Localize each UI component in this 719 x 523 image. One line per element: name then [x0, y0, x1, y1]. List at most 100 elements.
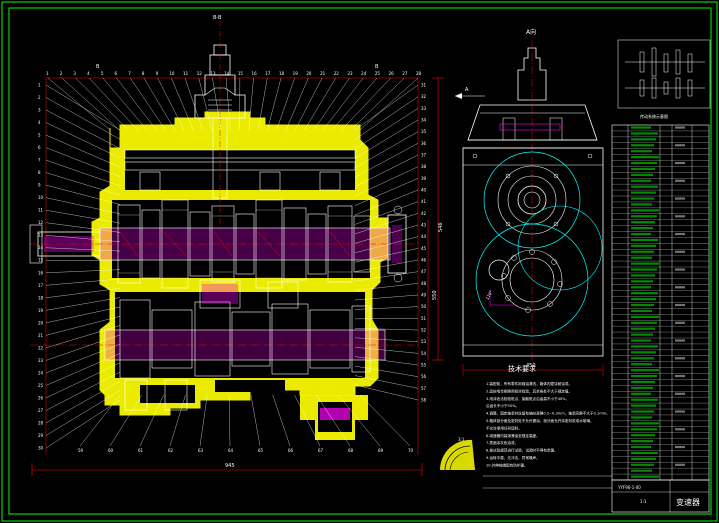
leader-number: 59: [78, 448, 84, 453]
tech-line: 1.装配前，所有零件用煤油清洗，箱体内壁涂耐油漆。: [486, 381, 572, 386]
leader-number: 9: [156, 71, 159, 76]
leader-number: 14: [38, 245, 44, 250]
leader-number: 39: [421, 176, 427, 181]
tech-line: 9.运转平稳，无冲击、异常噪声。: [486, 455, 540, 460]
leader-number: 26: [389, 71, 395, 76]
leader-number: 31: [421, 83, 427, 88]
leader-number: 46: [421, 258, 427, 263]
svg-text:A: A: [465, 87, 469, 93]
dim-width-side: 450: [526, 363, 536, 369]
leader-number: 8: [142, 71, 145, 76]
leader-number: 12: [197, 71, 203, 76]
leader-number: 29: [38, 433, 44, 438]
leader-number: 36: [421, 141, 427, 146]
leader-number: 15: [238, 71, 244, 76]
leader-number: 20: [38, 320, 44, 325]
leader-number: 23: [347, 71, 353, 76]
leader-number: 4: [87, 71, 90, 76]
leader-number: 18: [38, 295, 44, 300]
leader-number: 5: [101, 71, 104, 76]
leader-number: 7: [128, 71, 131, 76]
leader-number: 27: [38, 408, 44, 413]
leader-number: 20: [306, 71, 312, 76]
leader-number: 15: [38, 258, 44, 263]
leader-number: 26: [38, 395, 44, 400]
transmission-schematic: 传动系统示意图: [617, 39, 711, 119]
leader-number: 9: [38, 183, 41, 188]
tech-line: 4.调整、固定轴承时应留有轴向游隙0.2~0.3mm，轴承间隙不大于0.1mm。: [486, 411, 610, 416]
leader-number: 67: [318, 448, 324, 453]
leader-number: 16: [252, 71, 258, 76]
leader-number: 56: [421, 374, 427, 379]
title-block: YYF96-1-00 1:1 变速器: [611, 479, 710, 513]
leader-labels-left: 1234567891011121314151617181920212223242…: [38, 83, 44, 451]
leader-number: 47: [421, 269, 427, 274]
leader-number: 19: [38, 308, 44, 313]
leader-number: 58: [421, 398, 427, 403]
leader-number: 28: [38, 420, 44, 425]
section-label: B-B: [213, 15, 222, 21]
leader-number: 17: [38, 283, 44, 288]
leader-number: 14: [224, 71, 230, 76]
leader-number: 24: [38, 370, 44, 375]
leader-labels-right: 3132333435363738394041424344454647484950…: [421, 83, 427, 403]
tech-line: 8.按试验规范进行试验，试验时不得有渗漏。: [486, 448, 558, 453]
leader-number: 2: [60, 71, 63, 76]
leader-number: 10: [38, 195, 44, 200]
leader-number: 16: [38, 270, 44, 275]
leader-number: 11: [38, 208, 44, 213]
leader-number: 64: [228, 448, 234, 453]
leader-number: 13: [38, 233, 44, 238]
tech-line: 7.表面涂灰色油漆。: [486, 440, 518, 445]
leader-number: 55: [421, 363, 427, 368]
parts-list-table: [611, 124, 710, 481]
leader-number: 60: [108, 448, 114, 453]
dim-width-main: 945: [225, 463, 235, 469]
dim-height-main: 546: [438, 222, 444, 232]
leader-number: 1: [38, 83, 41, 88]
leader-number: 28: [416, 71, 422, 76]
leader-number: 42: [421, 211, 427, 216]
tech-lines: 1.装配前，所有零件用煤油清洗，箱体内壁涂耐油漆。 2.齿轮啮合侧隙用铅丝检验，其…: [486, 381, 610, 467]
tech-line: 2.齿轮啮合侧隙用铅丝检验，其余各处不大于规定值。: [486, 388, 572, 393]
detail-label: 3:1: [458, 437, 465, 442]
leader-number: 41: [421, 199, 427, 204]
section-right-label: B: [375, 64, 379, 70]
leader-number: 18: [279, 71, 285, 76]
drawing-scale: 1:1: [640, 499, 647, 504]
leader-number: 1: [46, 71, 49, 76]
view-arrow-a: A: [455, 87, 485, 99]
leader-number: 25: [38, 383, 44, 388]
leader-number: 21: [38, 333, 44, 338]
leader-number: 12: [38, 220, 44, 225]
leader-number: 43: [421, 223, 427, 228]
leader-number: 40: [421, 188, 427, 193]
leader-number: 51: [421, 316, 427, 321]
leader-number: 23: [38, 358, 44, 363]
leader-number: 19: [293, 71, 299, 76]
leader-number: 50: [421, 304, 427, 309]
leader-number: 10: [169, 71, 175, 76]
leader-number: 2: [38, 95, 41, 100]
schematic-caption: 传动系统示意图: [640, 113, 668, 119]
leader-number: 45: [421, 246, 427, 251]
leader-number: 4: [38, 120, 41, 125]
leader-number: 33: [421, 106, 427, 111]
drawing-number: YYF96-1-00: [617, 485, 641, 490]
leader-number: 61: [138, 448, 144, 453]
leader-number: 11: [183, 71, 189, 76]
main-section-view: [29, 20, 444, 476]
tech-line: 5.箱体剖分面及密封处不允许漏油，剖分面允许涂密封胶或水玻璃，: [486, 418, 594, 423]
leader-number: 65: [258, 448, 264, 453]
tech-line: 不允许使用任何填料。: [486, 425, 522, 430]
leader-number: 8: [38, 170, 41, 175]
tech-title: 技术要求: [508, 364, 536, 373]
tech-line: 10.外伸轴端配有防护罩。: [486, 462, 528, 467]
leader-number: 69: [378, 448, 384, 453]
leader-number: 63: [198, 448, 204, 453]
leader-number: 13: [210, 71, 216, 76]
